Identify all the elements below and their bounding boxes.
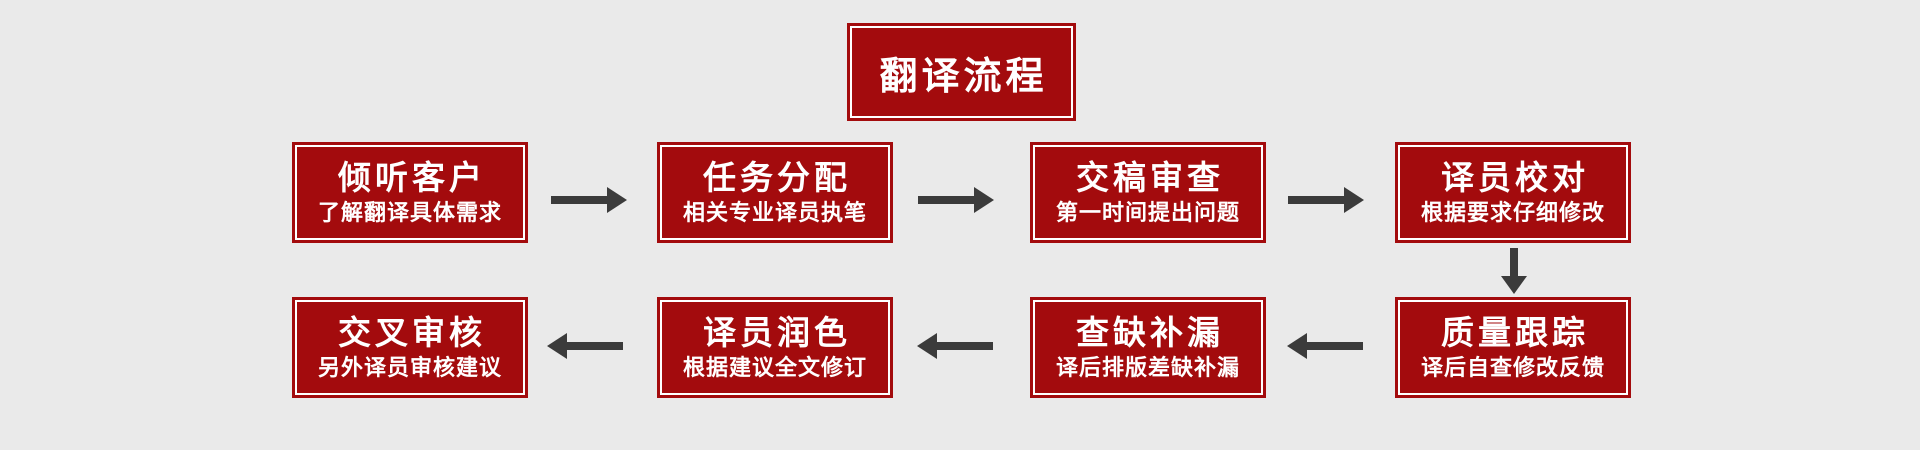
arrow-left-icon — [1287, 330, 1363, 362]
step-title: 译员校对 — [1441, 158, 1589, 196]
arrow-down-icon — [1498, 248, 1530, 294]
step-box-gap-filling: 查缺补漏 译后排版差缺补漏 — [1030, 297, 1266, 398]
arrow-left-icon — [917, 330, 993, 362]
step-subtitle: 译后排版差缺补漏 — [1055, 355, 1240, 381]
step-title: 译员润色 — [703, 313, 851, 351]
step-subtitle: 根据要求仔细修改 — [1420, 200, 1605, 226]
step-box-listen-customer: 倾听客户 了解翻译具体需求 — [292, 142, 528, 243]
arrow-right-icon — [551, 184, 627, 216]
step-title: 倾听客户 — [338, 158, 486, 196]
step-box-cross-review: 交叉审核 另外译员审核建议 — [292, 297, 528, 398]
flowchart-title: 翻译流程 — [879, 55, 1048, 98]
step-title: 交稿审查 — [1076, 158, 1224, 196]
step-title: 任务分配 — [703, 158, 851, 196]
step-subtitle: 另外译员审核建议 — [317, 355, 502, 381]
arrow-right-icon — [1288, 184, 1364, 216]
step-title: 查缺补漏 — [1076, 313, 1224, 351]
step-box-task-assignment: 任务分配 相关专业译员执笔 — [657, 142, 893, 243]
step-subtitle: 第一时间提出问题 — [1055, 200, 1240, 226]
step-box-translator-polish: 译员润色 根据建议全文修订 — [657, 297, 893, 398]
step-title: 质量跟踪 — [1441, 313, 1589, 351]
step-subtitle: 译后自查修改反馈 — [1420, 355, 1605, 381]
step-subtitle: 相关专业译员执笔 — [682, 200, 867, 226]
step-box-draft-review: 交稿审查 第一时间提出问题 — [1030, 142, 1266, 243]
arrow-right-icon — [918, 184, 994, 216]
flowchart-title-box: 翻译流程 — [847, 23, 1076, 121]
step-title: 交叉审核 — [338, 313, 486, 351]
step-box-quality-tracking: 质量跟踪 译后自查修改反馈 — [1395, 297, 1631, 398]
arrow-left-icon — [547, 330, 623, 362]
step-subtitle: 根据建议全文修订 — [682, 355, 867, 381]
step-box-translator-proofread: 译员校对 根据要求仔细修改 — [1395, 142, 1631, 243]
step-subtitle: 了解翻译具体需求 — [317, 200, 502, 226]
